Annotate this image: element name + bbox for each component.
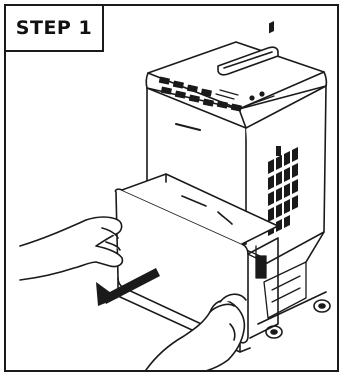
left-hand-icon	[20, 217, 122, 280]
step-label: STEP 1	[6, 6, 104, 52]
step-panel: STEP 1	[4, 4, 339, 372]
dehumidifier-tank-removal-illustration	[6, 6, 337, 370]
